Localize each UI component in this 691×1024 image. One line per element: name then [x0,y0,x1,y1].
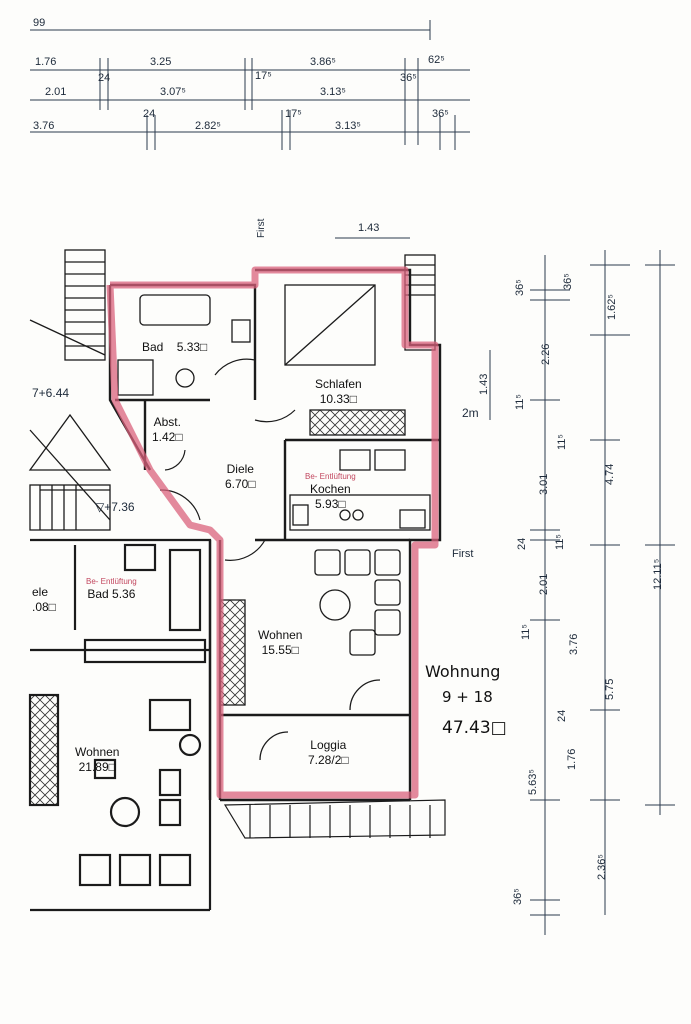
dim-right-2-0: 36⁵ [562,273,574,290]
apartment-title: Wohnung [425,662,501,681]
dim-top-1-5: 36⁵ [400,72,417,84]
dim-top-2-0: 2.01 [45,86,67,98]
bedroom-furniture [284,254,436,436]
room-kochen-area: 5.93□ [315,497,346,511]
dim-top-3-1: 24 [143,108,156,120]
room-abst-area: 1.42□ [152,430,183,444]
dim-top-1-1: 24 [98,72,111,84]
room-neighbor-diele: ele .08□ [32,585,56,615]
room-diele: Diele 6.70□ [225,462,256,492]
apartment-highlight [106,266,439,799]
dim-right-2-1: 1.62⁵ [606,294,618,320]
top-dimension-lines [30,20,470,150]
dim-top-1-6: 62⁵ [428,54,445,66]
dim-right-1-8: 5.63⁵ [527,769,539,795]
dim-top-3-3: 17⁵ [285,108,302,120]
dim-right-1-3: 11⁵ [514,394,526,410]
dim-right-1-5: 24 [516,537,528,550]
apartment-total: 47.43□ [442,718,507,738]
stair-level-mid: ▽+7.36 [95,500,135,514]
room-neighbor-bad-note: Be- Entlüftung [86,577,137,586]
dim-top-2-1: 3.07⁵ [160,86,186,98]
dim-top-3-0: 3.76 [33,120,55,132]
living-furniture [219,549,401,761]
dim-right-2-7: 2.36⁵ [596,854,608,880]
dim-right-1-2: 1.43 [478,373,490,395]
dim-inner-width: 1.43 [358,222,380,234]
room-kochen: Be- Entlüftung Kochen 5.93□ [305,472,356,512]
dim-top-3-5: 36⁵ [432,108,449,120]
dim-right-2-2: 4.74 [604,463,616,485]
room-neighbor-bad: Be- Entlüftung Bad 5.36 [86,577,137,602]
dim-right-1-4: 3.01 [538,473,550,495]
room-loggia: Loggia 7.28/2□ [308,738,349,768]
dim-top-99: 99 [33,17,46,29]
dim-top-1-3: 17⁵ [255,70,272,82]
dim-right-1-1: 2.26 [540,343,552,365]
dim-top-1-4: 3.86⁵ [310,56,336,68]
dim-top-1-0: 1.76 [35,56,57,68]
room-neighbor-bad-name: Bad [87,587,109,601]
room-neighbor-diele-name: ele [32,585,49,599]
dim-top-1-2: 3.25 [150,56,172,68]
dim-right-1-0: 36⁵ [514,279,526,296]
room-diele-area: 6.70□ [225,477,256,491]
dim-right-1-7: 2.01 [538,573,550,595]
room-bad-name: Bad [142,340,164,354]
room-bad-area: 5.33□ [176,340,208,354]
dim-top-2-2: 3.13⁵ [320,86,346,98]
loggia-railing [223,799,446,839]
room-schlafen-name: Schlafen [315,377,362,391]
dim-top-3-2: 2.82⁵ [195,120,221,132]
doors [159,358,296,561]
apartment-number: 9 + 18 [442,688,493,706]
room-diele-name: Diele [226,462,254,476]
room-neighbor-wohnen-area: 21.89□ [78,760,116,774]
dim-right-1-9: 36⁵ [512,888,524,905]
dim-right-3-0: 5.75 [604,678,616,700]
dim-right-1-6: 11⁵ [554,534,566,550]
dim-top-3-4: 3.13⁵ [335,120,361,132]
room-neighbor-wohnen-name: Wohnen [75,745,120,759]
room-bad: Bad 5.33□ [142,340,207,355]
label-first-right: First [452,548,474,560]
room-neighbor-bad-area: 5.36 [112,587,136,601]
room-neighbor-wohnen: Wohnen 21.89□ [75,745,119,775]
staircase [28,249,112,531]
room-kochen-note: Be- Entlüftung [305,472,356,481]
room-schlafen-area: 10.33□ [319,392,357,406]
dim-right-2-3: 11⁵ [556,434,568,450]
dim-right-2-6: 1.76 [566,748,578,770]
room-abst-name: Abst. [153,415,181,429]
room-loggia-name: Loggia [310,738,347,752]
dim-right-2-5: 24 [556,709,568,722]
room-neighbor-diele-area: .08□ [32,600,56,614]
room-wohnen-name: Wohnen [258,628,303,642]
dim-right-3-1: 12.11⁵ [652,558,664,590]
dim-right-2-4: 3.76 [568,633,580,655]
label-first-top: First [256,218,267,238]
dim-inner-2m: 2m [462,406,479,420]
bathroom-fixtures [117,294,251,396]
stair-level-left: 7+6.44 [32,386,70,400]
room-schlafen: Schlafen 10.33□ [315,377,362,407]
room-loggia-area: 7.28/2□ [308,753,349,767]
room-wohnen: Wohnen 15.55□ [258,628,302,658]
room-wohnen-area: 15.55□ [261,643,299,657]
room-abst: Abst. 1.42□ [152,415,183,445]
room-kochen-name: Kochen [310,482,351,496]
dim-right-2-8: 11⁵ [520,624,532,640]
right-dimension-lines [335,237,675,935]
kitchen-fixtures [289,449,431,531]
